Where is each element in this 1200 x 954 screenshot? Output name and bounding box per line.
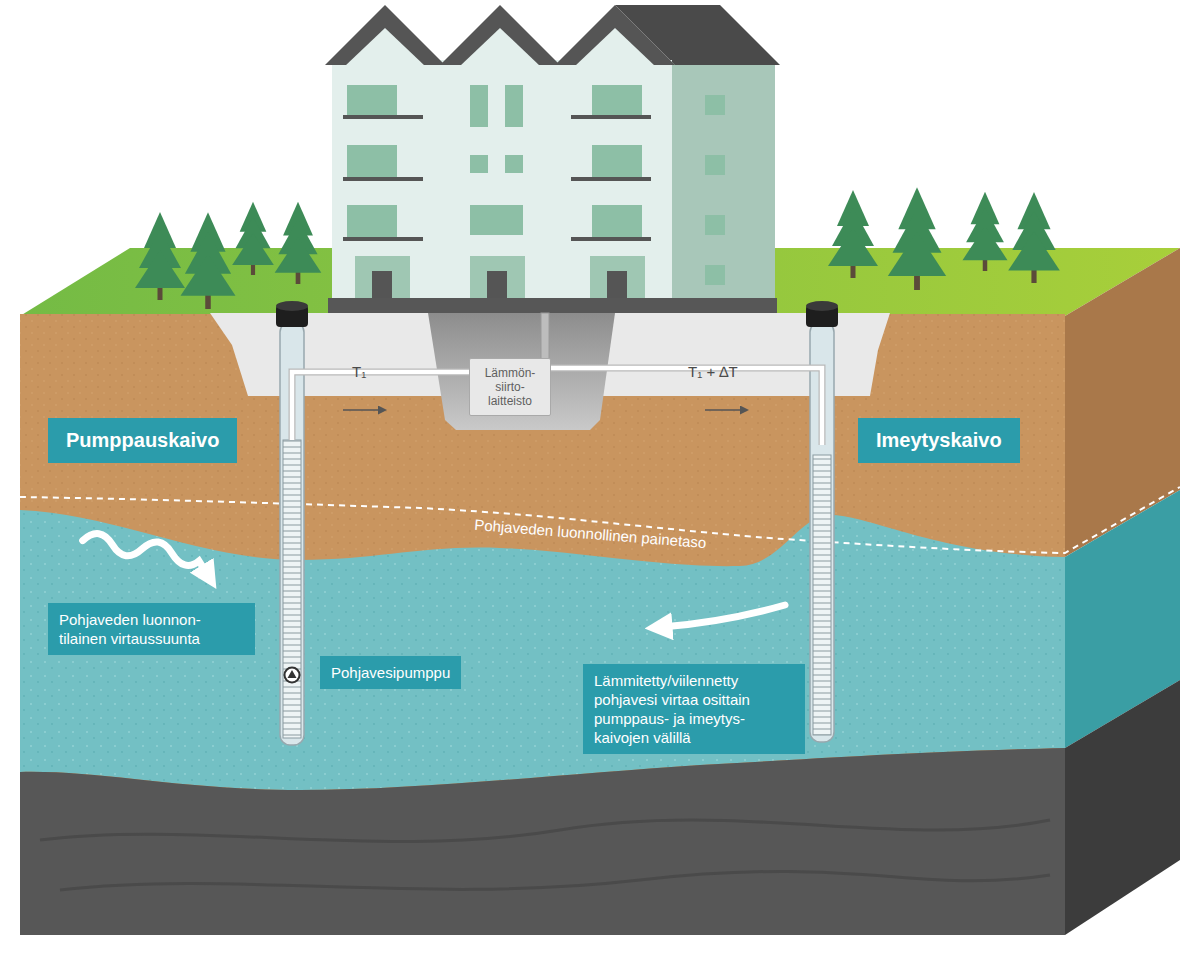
tree	[888, 187, 946, 290]
temperature-label: T₁ + ∆T	[688, 363, 738, 380]
pumping-well	[276, 301, 308, 745]
tree	[1008, 192, 1060, 283]
note-box: Pohjaveden luonnon- tilainen virtaussuun…	[48, 603, 255, 655]
water-table-label: Pohjaveden luonnollinen painetaso	[473, 515, 706, 550]
note-box: Pohjavesipumppu	[320, 656, 461, 689]
water-table-line	[20, 487, 1180, 553]
bedrock-layer	[20, 748, 1065, 935]
temperature-label: T₁	[352, 363, 366, 380]
node-text: Lämmitetty/viilennetty pohjavesi virtaa …	[594, 671, 794, 747]
window	[705, 95, 725, 115]
service-pipe	[541, 313, 549, 363]
well-label: Pumppauskaivo	[48, 418, 237, 463]
node-text: Lämmön- siirto- laitteisto	[479, 366, 541, 408]
pump-symbol	[285, 668, 300, 683]
roof	[440, 5, 560, 65]
window	[592, 205, 642, 237]
groundwater-layer	[20, 510, 1065, 790]
balcony	[343, 115, 423, 119]
window	[592, 85, 642, 115]
tree	[232, 202, 274, 275]
return-flow-arrow	[662, 605, 785, 627]
window	[592, 145, 642, 177]
door	[372, 271, 392, 300]
rock-side	[1065, 680, 1180, 935]
natural-flow-arrow	[80, 532, 210, 575]
window	[347, 85, 397, 115]
pipe	[292, 372, 478, 440]
node-text: Pohjavesipumppu	[331, 663, 450, 682]
node-text: Imeytyskaivo	[876, 429, 1002, 452]
well-screen	[283, 440, 301, 738]
bedrock-texture	[40, 820, 1050, 890]
balcony	[571, 237, 651, 241]
building-facade	[332, 60, 672, 300]
window	[705, 215, 725, 235]
building-base	[328, 298, 777, 313]
flow-arrow	[705, 409, 743, 411]
pipe	[545, 368, 822, 445]
door	[607, 271, 627, 300]
well-label: Imeytyskaivo	[858, 418, 1020, 463]
roof	[325, 5, 445, 65]
pump-symbol	[288, 670, 297, 678]
balcony	[571, 115, 651, 119]
window	[470, 155, 488, 173]
pipe	[545, 368, 822, 445]
well-cap	[806, 301, 838, 311]
well-cap	[276, 301, 308, 311]
window	[347, 205, 397, 237]
gable	[460, 28, 540, 66]
window	[470, 85, 488, 127]
door	[487, 271, 507, 300]
equipment-box: Lämmön- siirto- laitteisto	[469, 358, 551, 416]
building-wing	[672, 60, 775, 300]
balcony	[343, 237, 423, 241]
note-box: Lämmitetty/viilennetty pohjavesi virtaa …	[583, 664, 805, 754]
window	[505, 155, 523, 173]
tree	[275, 202, 322, 284]
soil-layer	[20, 314, 1065, 935]
gable	[575, 28, 655, 66]
roof	[555, 5, 675, 65]
gable	[345, 28, 425, 66]
node-text: Pohjaveden luonnon- tilainen virtaussuun…	[59, 610, 244, 648]
window	[347, 145, 397, 177]
window	[705, 155, 725, 175]
node-text: Pumppauskaivo	[66, 429, 219, 452]
well-screen	[813, 455, 831, 735]
doors	[355, 256, 645, 300]
window	[505, 85, 523, 127]
door-frame	[590, 256, 645, 300]
window	[705, 265, 725, 285]
door-frame	[355, 256, 410, 300]
tree	[828, 190, 878, 278]
tree	[181, 212, 236, 309]
pipe	[292, 372, 478, 440]
balcony	[343, 177, 423, 181]
balconies	[343, 115, 651, 241]
flow-arrow	[343, 409, 381, 411]
balcony	[571, 177, 651, 181]
door-frame	[470, 256, 525, 300]
window	[470, 205, 523, 235]
tree	[135, 212, 185, 300]
tree	[963, 192, 1008, 271]
